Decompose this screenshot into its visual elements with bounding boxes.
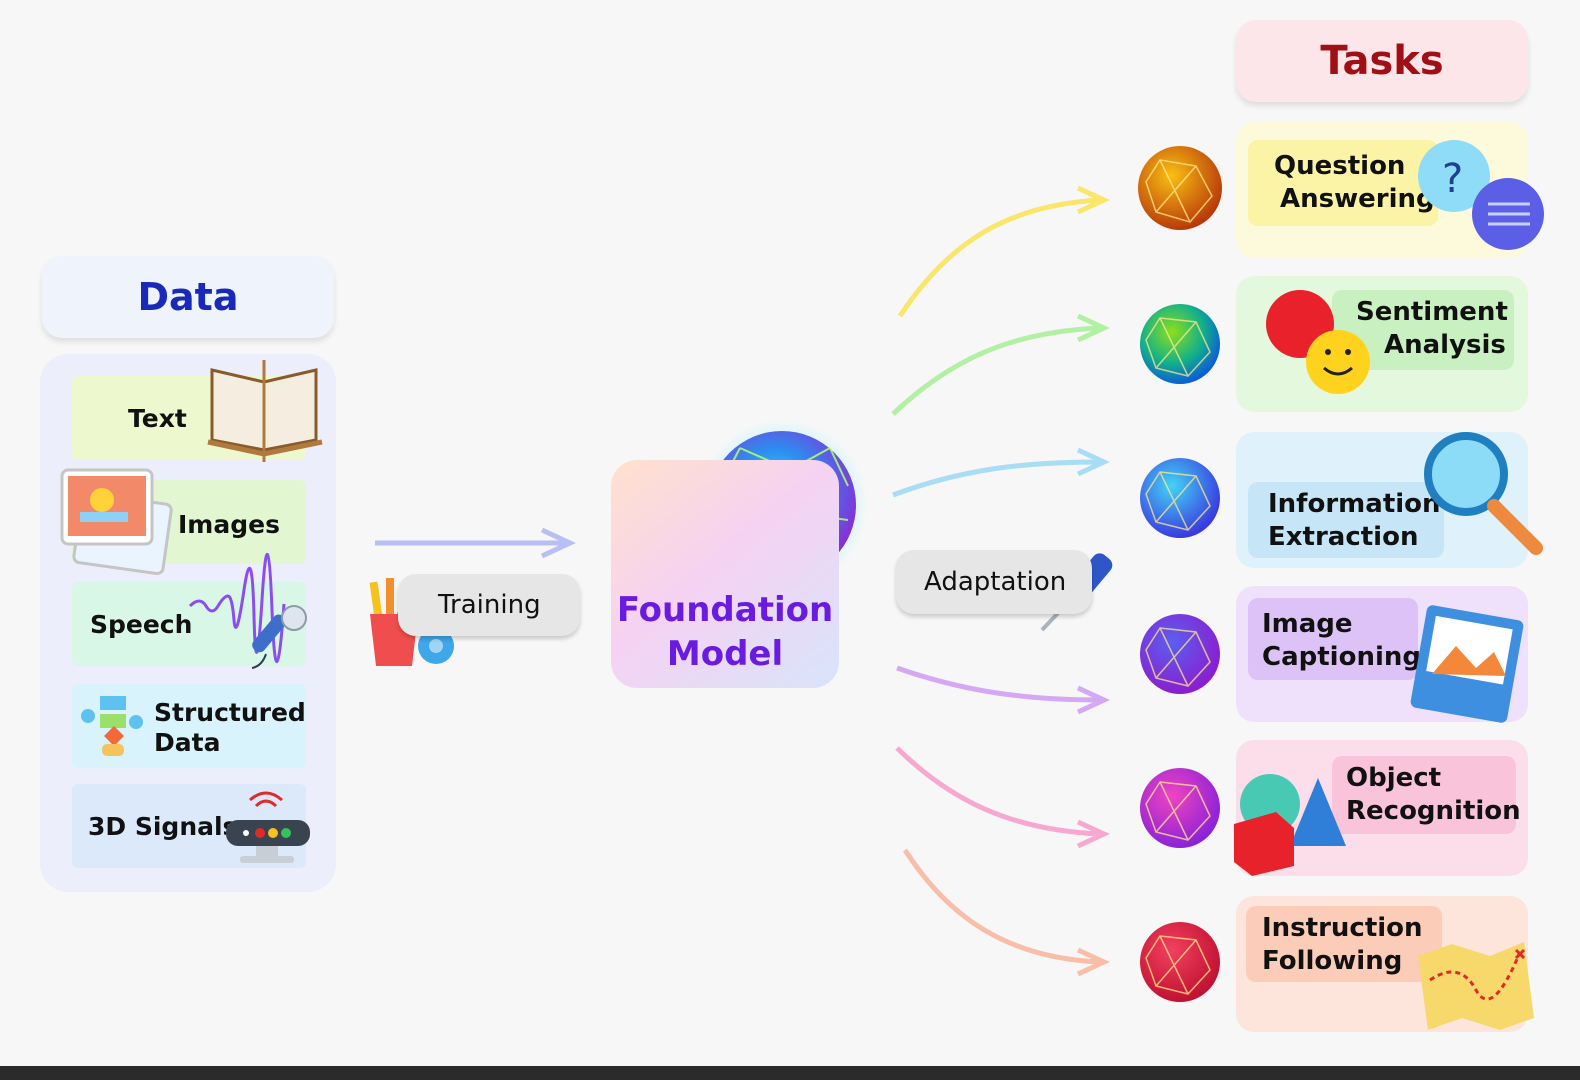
task-arrowhead-information-extraction bbox=[1076, 447, 1110, 477]
flowchart-icon bbox=[81, 696, 143, 756]
task-arrow-instruction-following bbox=[902, 848, 1101, 965]
task-arrowhead-question-answering bbox=[1076, 185, 1110, 215]
question-bubble-icon: ? bbox=[1418, 140, 1544, 250]
data-item-speech: Speech bbox=[72, 582, 306, 666]
task-arrowhead-instruction-following bbox=[1076, 947, 1110, 977]
foundation-model-line2: Model bbox=[666, 634, 784, 674]
task-pill bbox=[1248, 598, 1418, 680]
task-pill bbox=[1248, 140, 1438, 226]
book-icon bbox=[207, 360, 323, 462]
data-item-label: Images bbox=[178, 510, 280, 539]
task-pill bbox=[1332, 756, 1516, 834]
training-arrowhead bbox=[540, 527, 576, 559]
magnifying-glass-icon bbox=[1424, 432, 1543, 555]
task-label-line1: Instruction bbox=[1262, 913, 1423, 943]
task-label-line1: Object bbox=[1346, 763, 1442, 793]
task-arrow-information-extraction bbox=[892, 459, 1101, 498]
adaptation-label: Adaptation bbox=[924, 567, 1067, 597]
photo-icon bbox=[60, 468, 173, 576]
foundation-model-line1: Foundation bbox=[616, 590, 834, 630]
task-label-line2: Captioning bbox=[1262, 642, 1421, 672]
task-pill bbox=[1248, 482, 1444, 558]
svg-text:?: ? bbox=[1442, 156, 1463, 202]
task-label-line1: Question bbox=[1274, 151, 1406, 181]
data-section-header: Data bbox=[42, 256, 334, 338]
tasks-section-header: Tasks bbox=[1236, 20, 1528, 102]
task-label-line1: Information bbox=[1268, 489, 1441, 519]
task-sphere-mesh bbox=[1145, 159, 1213, 995]
task-label-line2: Recognition bbox=[1346, 796, 1521, 826]
data-item-label: Speech bbox=[90, 610, 193, 639]
task-label-line2: Answering bbox=[1280, 184, 1435, 214]
3d-shapes-icon bbox=[1234, 774, 1346, 876]
data-item-label: 3D Signals bbox=[88, 812, 238, 841]
picture-document-icon bbox=[1410, 605, 1524, 723]
adaptation-tag: Adaptation bbox=[896, 550, 1092, 614]
task-label-line2: Following bbox=[1262, 946, 1403, 976]
task-pill bbox=[1246, 906, 1442, 982]
task-arrow-image-captioning bbox=[896, 665, 1101, 703]
data-item-label: Data bbox=[154, 728, 221, 757]
training-label: Training bbox=[438, 590, 541, 620]
sensor-device-icon bbox=[226, 791, 310, 863]
task-label-line2: Analysis bbox=[1384, 330, 1506, 360]
task-arrowhead-object-recognition bbox=[1076, 819, 1110, 849]
foundation-model-box bbox=[611, 460, 839, 688]
emoji-faces-icon bbox=[1266, 290, 1370, 394]
task-arrow-sentiment-analysis bbox=[891, 325, 1101, 416]
data-section-title: Data bbox=[137, 275, 239, 319]
task-arrow-object-recognition bbox=[895, 746, 1101, 837]
task-arrowhead-sentiment-analysis bbox=[1076, 313, 1110, 343]
bottom-bar bbox=[0, 1066, 1580, 1080]
task-arrowhead-image-captioning bbox=[1076, 685, 1110, 715]
data-item-label: Structured bbox=[154, 698, 306, 727]
task-label-line2: Extraction bbox=[1268, 522, 1419, 552]
foundation-model-label: Foundation Model bbox=[611, 588, 839, 676]
task-label-line1: Image bbox=[1262, 609, 1353, 639]
microphone-icon bbox=[188, 553, 307, 669]
data-item-label: Text bbox=[128, 404, 187, 433]
treasure-map-icon bbox=[1418, 942, 1534, 1030]
task-label-line1: Sentiment bbox=[1356, 297, 1508, 327]
tasks-section-title: Tasks bbox=[1320, 38, 1444, 84]
training-tag: Training bbox=[398, 574, 580, 636]
task-arrow-question-answering bbox=[897, 197, 1101, 318]
